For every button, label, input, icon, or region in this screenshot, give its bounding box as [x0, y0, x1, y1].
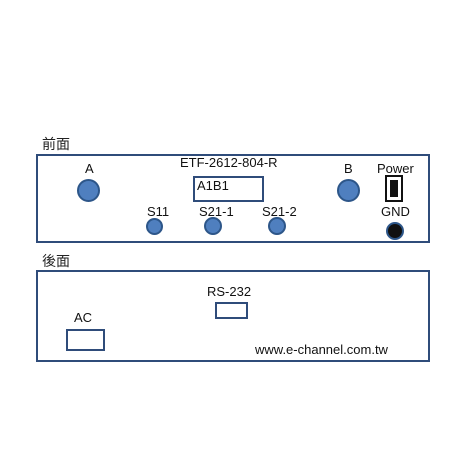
port-b-label: B: [344, 161, 353, 176]
model-label: ETF-2612-804-R: [180, 155, 278, 170]
a1b1-label: A1B1: [197, 178, 229, 193]
power-label: Power: [377, 161, 414, 176]
s11-label: S11: [147, 204, 170, 219]
port-b-connector: [337, 179, 360, 202]
gnd-jack-icon: [386, 222, 404, 240]
rs232-port: [215, 302, 248, 319]
s21-1-label: S21-1: [199, 204, 234, 219]
front-section-label: 前面: [42, 136, 70, 152]
ac-label: AC: [74, 310, 93, 325]
ac-port: [66, 329, 105, 351]
rs232-label: RS-232: [207, 284, 252, 299]
s21-2-connector: [268, 217, 286, 235]
s21-1-connector: [204, 217, 222, 235]
power-switch-rocker: [390, 180, 398, 197]
website-text: www.e-channel.com.tw: [255, 342, 388, 357]
s21-2-label: S21-2: [262, 204, 297, 219]
back-section-label: 後面: [42, 253, 70, 269]
power-switch-icon: [385, 175, 403, 202]
port-a-label: A: [85, 161, 94, 176]
gnd-label: GND: [381, 204, 410, 219]
s11-connector: [146, 218, 163, 235]
port-a-connector: [77, 179, 100, 202]
a1b1-display: [193, 176, 264, 202]
